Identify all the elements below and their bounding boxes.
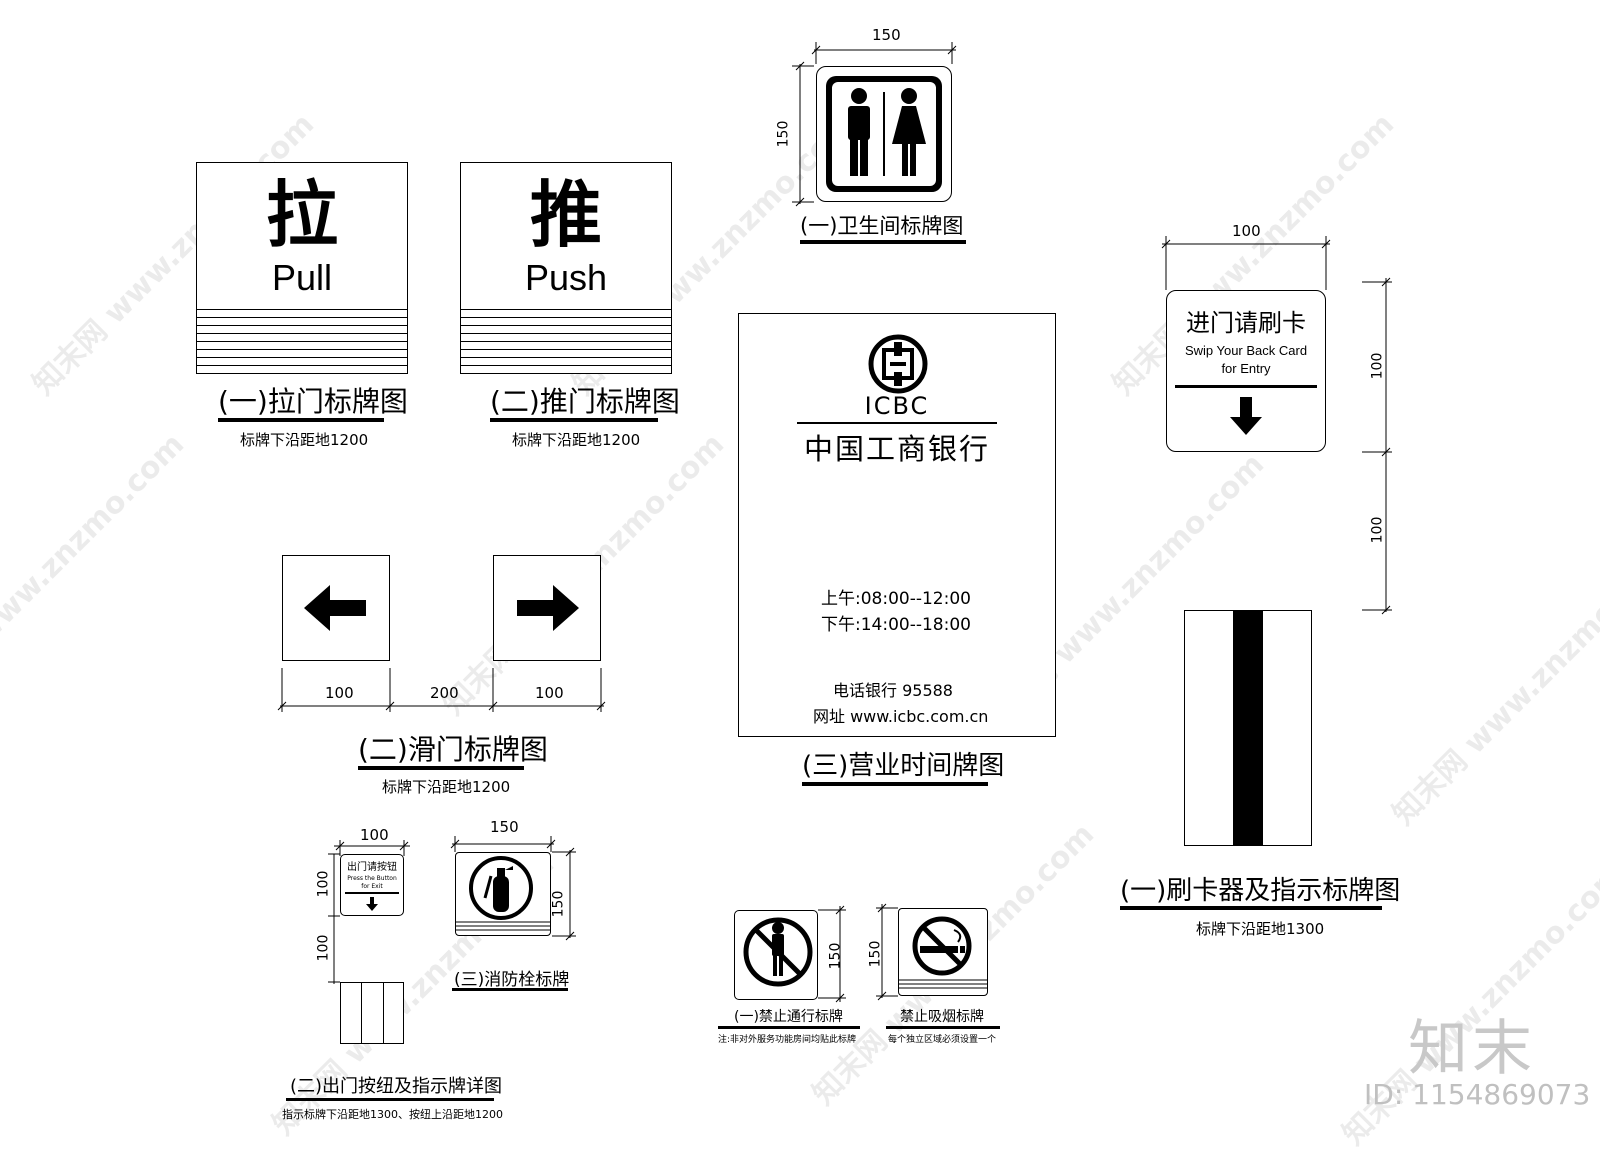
slide-dim-2: 200 <box>430 684 459 702</box>
hydrant-dim-width: 150 <box>490 818 519 836</box>
push-char: 推 <box>529 173 602 257</box>
toilet-dim-width: 150 <box>872 26 901 44</box>
push-stripes <box>461 309 671 373</box>
toilet-caption: (一)卫生间标牌图 <box>800 214 964 238</box>
fire-extinguisher-icon <box>455 856 551 931</box>
hours-caption: (三)营业时间牌图 <box>802 751 1005 781</box>
card-divider <box>1175 385 1317 388</box>
exit-sign: 出门请按钮 Press the Button for Exit <box>340 854 404 916</box>
hydrant-caption: (三)消防栓标牌 <box>454 970 570 990</box>
slide-dim-3: 100 <box>535 684 564 702</box>
no-entry-person-icon <box>743 917 813 987</box>
exit-title-en-1: Press the Button <box>347 875 397 882</box>
toilet-icon <box>826 76 942 192</box>
icbc-logo-icon <box>868 334 928 394</box>
slide-right-sign <box>493 555 601 661</box>
toilet-dim-height: 150 <box>775 120 792 148</box>
push-caption-underline <box>490 418 658 422</box>
hours-afternoon: 下午:14:00--18:00 <box>821 615 971 635</box>
hours-brand: ICBC <box>864 392 930 420</box>
pull-sign: 拉 Pull <box>196 162 408 374</box>
arrow-down-icon <box>1230 397 1262 435</box>
no-pass-caption-underline <box>718 1026 860 1029</box>
card-sign: 进门请刷卡 Swip Your Back Card for Entry <box>1166 290 1326 452</box>
card-title-cn: 进门请刷卡 <box>1186 309 1306 337</box>
slide-dim-1: 100 <box>325 684 354 702</box>
exit-note: 指示标牌下沿距地1300、按纽上沿距地1200 <box>282 1108 503 1121</box>
arrow-left-icon <box>304 585 366 631</box>
exit-title-cn: 出门请按钮 <box>347 862 397 873</box>
no-pass-caption: (一)禁止通行标牌 <box>734 1009 843 1025</box>
no-pass-note: 注:非对外服务功能房间均贴此标牌 <box>718 1035 857 1045</box>
hours-phone: 电话银行 95588 <box>833 681 953 700</box>
push-caption: (二)推门标牌图 <box>490 385 680 418</box>
hours-sign: ICBC 中国工商银行 上午:08:00--12:00 下午:14:00--18… <box>738 313 1056 737</box>
pull-stripes <box>197 309 407 373</box>
card-title-en-1: Swip Your Back Card <box>1184 343 1308 358</box>
hours-website: 网址 www.icbc.com.cn <box>813 707 989 726</box>
exit-caption: (二)出门按纽及指示牌详图 <box>290 1076 503 1097</box>
push-word: Push <box>524 257 608 298</box>
pull-note: 标牌下沿距地1200 <box>240 431 369 449</box>
push-sign: 推 Push <box>460 162 672 374</box>
pull-char: 拉 <box>265 173 338 257</box>
exit-caption-underline <box>286 1098 494 1101</box>
toilet-sign <box>816 66 952 202</box>
card-dim-height-1: 100 <box>1369 352 1386 380</box>
push-note: 标牌下沿距地1200 <box>512 431 641 449</box>
no-smoking-dim-height: 150 <box>867 940 884 968</box>
no-pass-dim-height: 150 <box>827 942 844 970</box>
slide-caption: (二)滑门标牌图 <box>358 733 548 766</box>
card-dim-width: 100 <box>1232 222 1261 240</box>
exit-title-en-2: for Exit <box>361 883 383 890</box>
arrow-right-icon <box>517 585 579 631</box>
card-dim-height-2: 100 <box>1369 516 1386 544</box>
hours-divider <box>797 422 997 424</box>
exit-button-edge <box>361 983 362 1043</box>
exit-divider <box>345 892 399 894</box>
card-title-en-2: for Entry <box>1221 361 1271 376</box>
watermark-id: ID: 1154869073 <box>1364 1078 1591 1111</box>
exit-dim-height-2: 100 <box>315 934 332 962</box>
watermark-brand: 知末 <box>1408 1014 1536 1084</box>
slide-caption-underline <box>358 766 524 770</box>
no-smoking-icon <box>898 916 988 989</box>
card-reader <box>1184 610 1312 846</box>
no-smoking-sign <box>898 908 988 996</box>
exit-button-panel <box>340 982 404 1044</box>
card-reader-slot <box>1233 611 1263 845</box>
card-note: 标牌下沿距地1300 <box>1196 920 1325 938</box>
slide-note: 标牌下沿距地1200 <box>382 778 511 796</box>
no-smoking-note: 每个独立区域必须设置一个 <box>888 1035 997 1045</box>
slide-left-sign <box>282 555 390 661</box>
exit-dim-height-1: 100 <box>315 870 332 898</box>
hydrant-caption-underline <box>452 988 568 991</box>
no-pass-sign <box>734 910 818 1000</box>
pull-caption: (一)拉门标牌图 <box>218 385 408 418</box>
no-smoking-caption-underline <box>886 1026 1000 1029</box>
arrow-down-icon <box>366 897 378 911</box>
hydrant-dim-height: 150 <box>550 890 567 918</box>
card-caption: (一)刷卡器及指示标牌图 <box>1120 876 1401 906</box>
pull-word: Pull <box>271 257 333 298</box>
toilet-caption-underline <box>800 240 966 244</box>
exit-dim-width: 100 <box>360 826 389 844</box>
pull-caption-underline <box>218 418 384 422</box>
exit-button-edge <box>383 983 384 1043</box>
no-smoking-caption: 禁止吸烟标牌 <box>900 1009 984 1025</box>
hours-bank-name: 中国工商银行 <box>803 432 990 466</box>
hours-caption-underline <box>802 782 988 786</box>
hydrant-sign <box>455 852 551 936</box>
card-caption-underline <box>1120 906 1382 910</box>
hours-morning: 上午:08:00--12:00 <box>821 589 971 609</box>
